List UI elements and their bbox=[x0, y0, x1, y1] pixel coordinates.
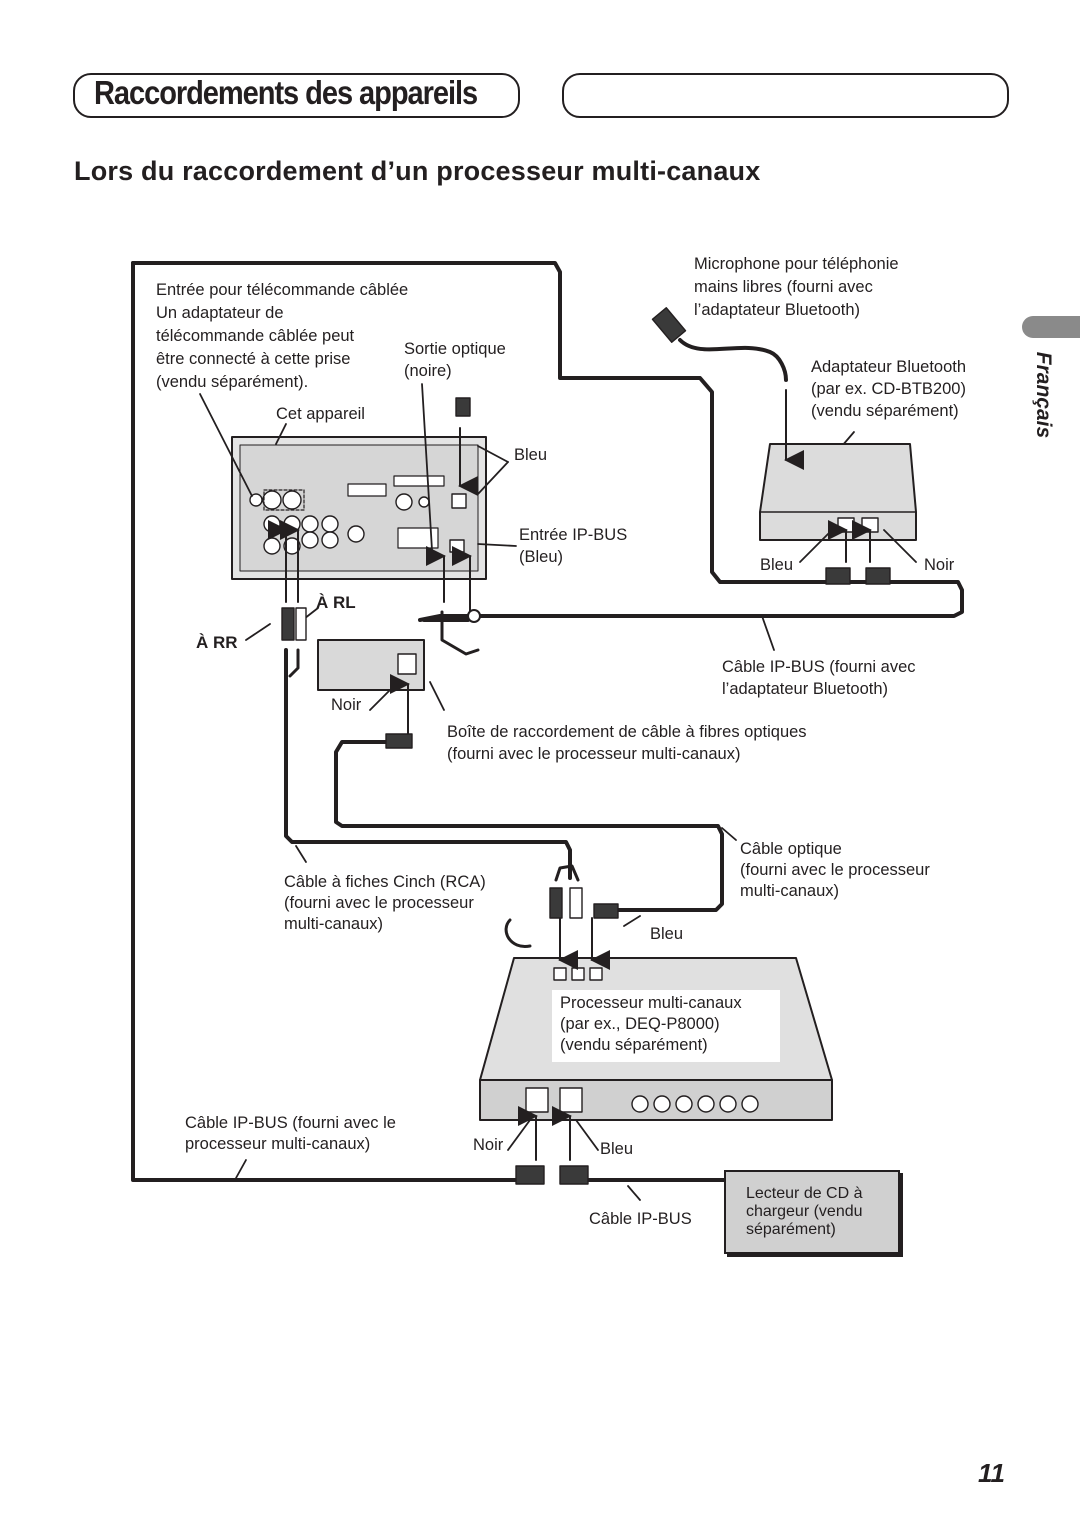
label-ipbus-cable-bt-2: l’adaptateur Bluetooth) bbox=[722, 680, 889, 698]
label-cd-1: Lecteur de CD à bbox=[746, 1185, 863, 1202]
label-blue-4: Bleu bbox=[600, 1140, 634, 1158]
rca-cable bbox=[284, 648, 572, 880]
label-remote-input: Entrée pour télécommande câblée bbox=[156, 281, 409, 299]
label-this-unit: Cet appareil bbox=[276, 405, 365, 423]
label-ipbus-proc-1: Câble IP-BUS (fourni avec le bbox=[185, 1114, 396, 1132]
language-tab-marker bbox=[1022, 316, 1080, 338]
label-optical-out-2: (noire) bbox=[404, 362, 452, 380]
label-ipbus-in-2: (Bleu) bbox=[519, 548, 564, 566]
label-junction-2: (fourni avec le processeur multi-canaux) bbox=[447, 745, 741, 763]
label-ipbus-cable-bt-1: Câble IP-BUS (fourni avec bbox=[722, 658, 916, 676]
label-proc-2: (par ex., DEQ-P8000) bbox=[560, 1015, 720, 1033]
label-blue-3: Bleu bbox=[650, 925, 684, 943]
label-ipbus-proc-2: processeur multi-canaux) bbox=[185, 1135, 371, 1153]
label-cd-3: séparément) bbox=[746, 1221, 836, 1238]
label-remote-adapter-4: (vendu séparément). bbox=[156, 373, 309, 391]
label-mic-1: Microphone pour téléphonie bbox=[694, 255, 899, 273]
ipbus-cable-main bbox=[131, 261, 754, 584]
label-remote-adapter-2: télécommande câblée peut bbox=[156, 327, 355, 345]
label-bt-2: (par ex. CD-BTB200) bbox=[811, 380, 966, 398]
rca-cable-2 bbox=[288, 648, 300, 678]
label-remote-adapter-3: être connecté à cette prise bbox=[156, 350, 351, 368]
ipbus-loop-return bbox=[131, 261, 522, 1182]
label-rca-2: (fourni avec le processeur bbox=[284, 894, 474, 912]
label-black-2: Noir bbox=[924, 556, 955, 574]
optical-cable bbox=[334, 740, 724, 912]
page-number: 11 bbox=[978, 1458, 1005, 1488]
blank-title-box bbox=[562, 73, 1009, 118]
label-mic-3: l’adaptateur Bluetooth) bbox=[694, 301, 861, 319]
subsection-title: Lors du raccordement d’un processeur mul… bbox=[74, 156, 761, 186]
rca-split bbox=[554, 864, 580, 882]
label-black-3: Noir bbox=[473, 1136, 504, 1154]
label-proc-1: Processeur multi-canaux bbox=[560, 994, 742, 1012]
mic-cable bbox=[678, 338, 788, 382]
label-to-rr: À RR bbox=[196, 633, 238, 652]
label-blue-1: Bleu bbox=[514, 446, 548, 464]
label-optical-cable-2: (fourni avec le processeur bbox=[740, 861, 930, 879]
cd-changer-box: Lecteur de CD à chargeur (vendu séparéme… bbox=[724, 1170, 900, 1254]
label-blue-2: Bleu bbox=[760, 556, 794, 574]
label-mic-2: mains libres (fourni avec bbox=[694, 278, 873, 296]
label-rca-1: Câble à fiches Cinch (RCA) bbox=[284, 873, 486, 891]
bt-ipbus-loop bbox=[418, 580, 964, 622]
label-optical-cable-1: Câble optique bbox=[740, 840, 842, 858]
label-proc-3: (vendu séparément) bbox=[560, 1036, 708, 1054]
label-remote-adapter-1: Un adaptateur de bbox=[156, 304, 284, 322]
label-cd-2: chargeur (vendu bbox=[746, 1203, 863, 1220]
label-black-1: Noir bbox=[331, 696, 362, 714]
label-junction-1: Boîte de raccordement de câble à fibres … bbox=[447, 723, 807, 741]
section-title: Raccordements des appareils bbox=[94, 74, 478, 111]
label-bt-1: Adaptateur Bluetooth bbox=[811, 358, 967, 376]
label-rca-3: multi-canaux) bbox=[284, 915, 384, 933]
label-ipbus-cable: Câble IP-BUS bbox=[589, 1210, 692, 1228]
label-optical-cable-3: multi-canaux) bbox=[740, 882, 840, 900]
section-title-box bbox=[73, 73, 520, 118]
label-optical-out-1: Sortie optique bbox=[404, 340, 506, 358]
label-bt-3: (vendu séparément) bbox=[811, 402, 959, 420]
label-ipbus-in-1: Entrée IP-BUS bbox=[519, 526, 628, 544]
label-to-rl: À RL bbox=[316, 593, 356, 612]
